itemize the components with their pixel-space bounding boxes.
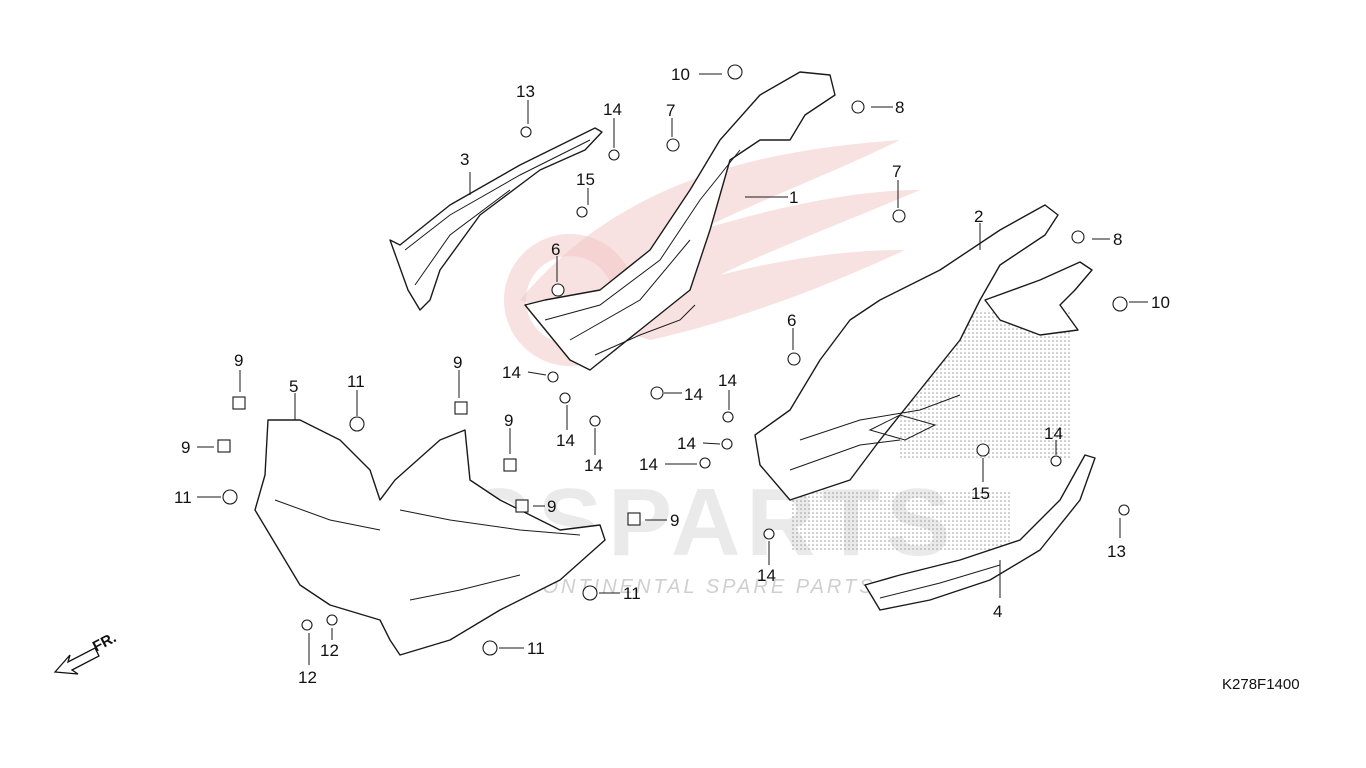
callout-13: 13 [516,82,535,101]
part-3-panel [389,127,603,311]
callout-6: 6 [787,311,796,330]
screw-icon [727,64,743,80]
screw-icon [1112,296,1128,312]
screw-icon [608,149,620,161]
screw-icon [301,619,313,631]
callout-14: 14 [677,434,696,453]
clip-icon [787,352,801,366]
callout-9: 9 [670,511,679,530]
bolt-icon [222,489,238,505]
callout-9: 9 [453,353,462,372]
callout-14: 14 [718,371,737,390]
callout-12: 12 [298,668,317,687]
part-5-lower-cover [254,419,606,656]
callout-9: 9 [181,438,190,457]
callout-10: 10 [671,65,690,84]
clip-nut-icon [503,458,517,472]
callout-11: 11 [623,584,641,603]
clip-nut-icon [454,401,468,415]
callout-14: 14 [502,363,521,382]
clip-icon [551,283,565,297]
callout-13: 13 [1107,542,1126,561]
bolt-icon [582,585,598,601]
callout-14: 14 [757,566,776,585]
clip-nut-icon [515,499,529,513]
screw-icon [520,126,532,138]
front-direction-indicator: FR. [53,629,119,675]
callout-9: 9 [504,411,513,430]
callout-7: 7 [666,101,675,120]
front-arrow-icon [53,647,100,675]
callout-7: 7 [892,162,901,181]
callout-8: 8 [895,98,904,117]
callout-11: 11 [347,372,365,391]
callout-11: 11 [527,639,545,658]
screw-icon [326,614,338,626]
callout-8: 8 [1113,230,1122,249]
callout-4: 4 [993,602,1002,621]
callout-10: 10 [1151,293,1170,312]
screw-icon [721,438,733,450]
callout-15: 15 [971,484,990,503]
clip-nut-icon [232,396,246,410]
leader-lines [197,73,1148,665]
callout-15: 15 [576,170,595,189]
part-2-side-cover [754,204,1093,550]
callouts: 1 2 3 4 5 6 6 7 7 8 8 9 9 9 9 9 9 10 10 … [174,65,1170,687]
clip-nut-icon [627,512,641,526]
screw-icon [851,100,865,114]
callout-3: 3 [460,150,469,169]
callout-9: 9 [547,497,556,516]
clip-icon [1071,230,1085,244]
screw-icon [699,457,711,469]
callout-14: 14 [639,455,658,474]
screw-icon [722,411,734,423]
callout-11: 11 [174,488,192,507]
callout-14: 14 [584,456,603,475]
callout-2: 2 [974,207,983,226]
callout-14: 14 [684,385,703,404]
bolt-icon [482,640,498,656]
screw-icon [650,386,664,400]
callout-12: 12 [320,641,339,660]
bolt-icon [576,206,588,218]
diagram-code: K278F1400 [1222,676,1300,693]
callout-14: 14 [603,100,622,119]
callout-6: 6 [551,240,560,259]
bolt-icon [976,443,990,457]
screw-icon [1118,504,1130,516]
callout-5: 5 [289,377,298,396]
part-1-side-cover [524,71,836,371]
screw-icon [763,528,775,540]
clip-nut-icon [217,439,231,453]
screw-icon [1050,455,1062,467]
bolt-icon [892,209,906,223]
fasteners [217,64,1130,656]
bolt-icon [666,138,680,152]
screw-icon [547,371,559,383]
callout-14: 14 [1044,424,1063,443]
callout-14: 14 [556,431,575,450]
screw-icon [589,415,601,427]
part-4-lower-strip [864,454,1096,611]
callout-9: 9 [234,351,243,370]
bolt-icon [349,416,365,432]
screw-icon [559,392,571,404]
callout-1: 1 [789,188,798,207]
